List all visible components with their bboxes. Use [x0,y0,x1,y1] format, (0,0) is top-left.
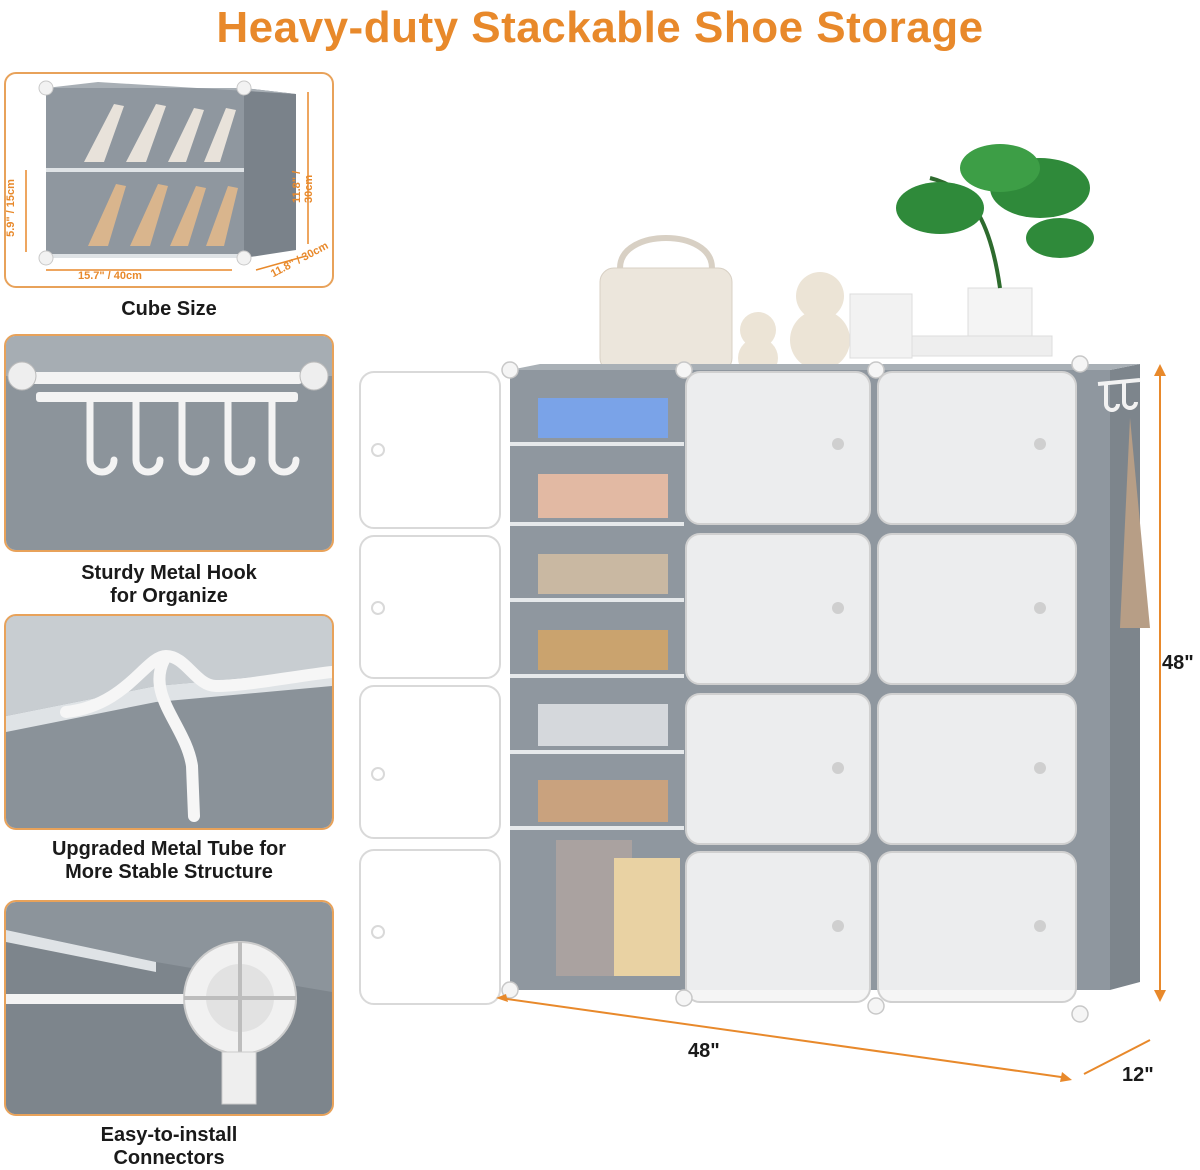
shoe-rack-illustration [359,144,1166,1082]
cube-size-illustration [25,80,309,271]
open-doors [359,371,501,1005]
teddy-bear-icon [738,272,850,378]
metal-hook-panel [4,334,334,552]
cube-size-caption: Cube Size [121,298,217,320]
umbrella-icon [1120,418,1150,628]
shelf-gap-label: 5.9" / 15cm [4,179,17,237]
metal-hook-illustration [6,336,332,550]
cube-height-label: 11.8" / 30cm [291,170,315,203]
cube-size-panel: 15.7" / 40cm 11.8" / 30cm 11.8" / 30cm 5… [4,72,334,288]
product-depth-label: 12" [1122,1064,1154,1086]
page-title: Heavy-duty Stackable Shoe Storage [216,3,984,52]
metal-tube-panel [4,614,334,830]
plant-icon [896,144,1094,343]
product-width-label: 48" [688,1040,720,1062]
connector-panel [4,900,334,1116]
cube-width-label: 15.7" / 40cm [78,270,142,282]
book-stack-icon [909,335,1053,357]
connector-illustration [6,902,332,1114]
side-hook-icon [1097,378,1141,412]
metal-tube-illustration [6,616,332,828]
closed-doors [685,371,1077,1003]
product-height-label: 48" [1162,652,1194,674]
open-shelves [510,398,684,976]
handbag-icon [599,235,733,373]
gift-box-icon [849,293,913,359]
